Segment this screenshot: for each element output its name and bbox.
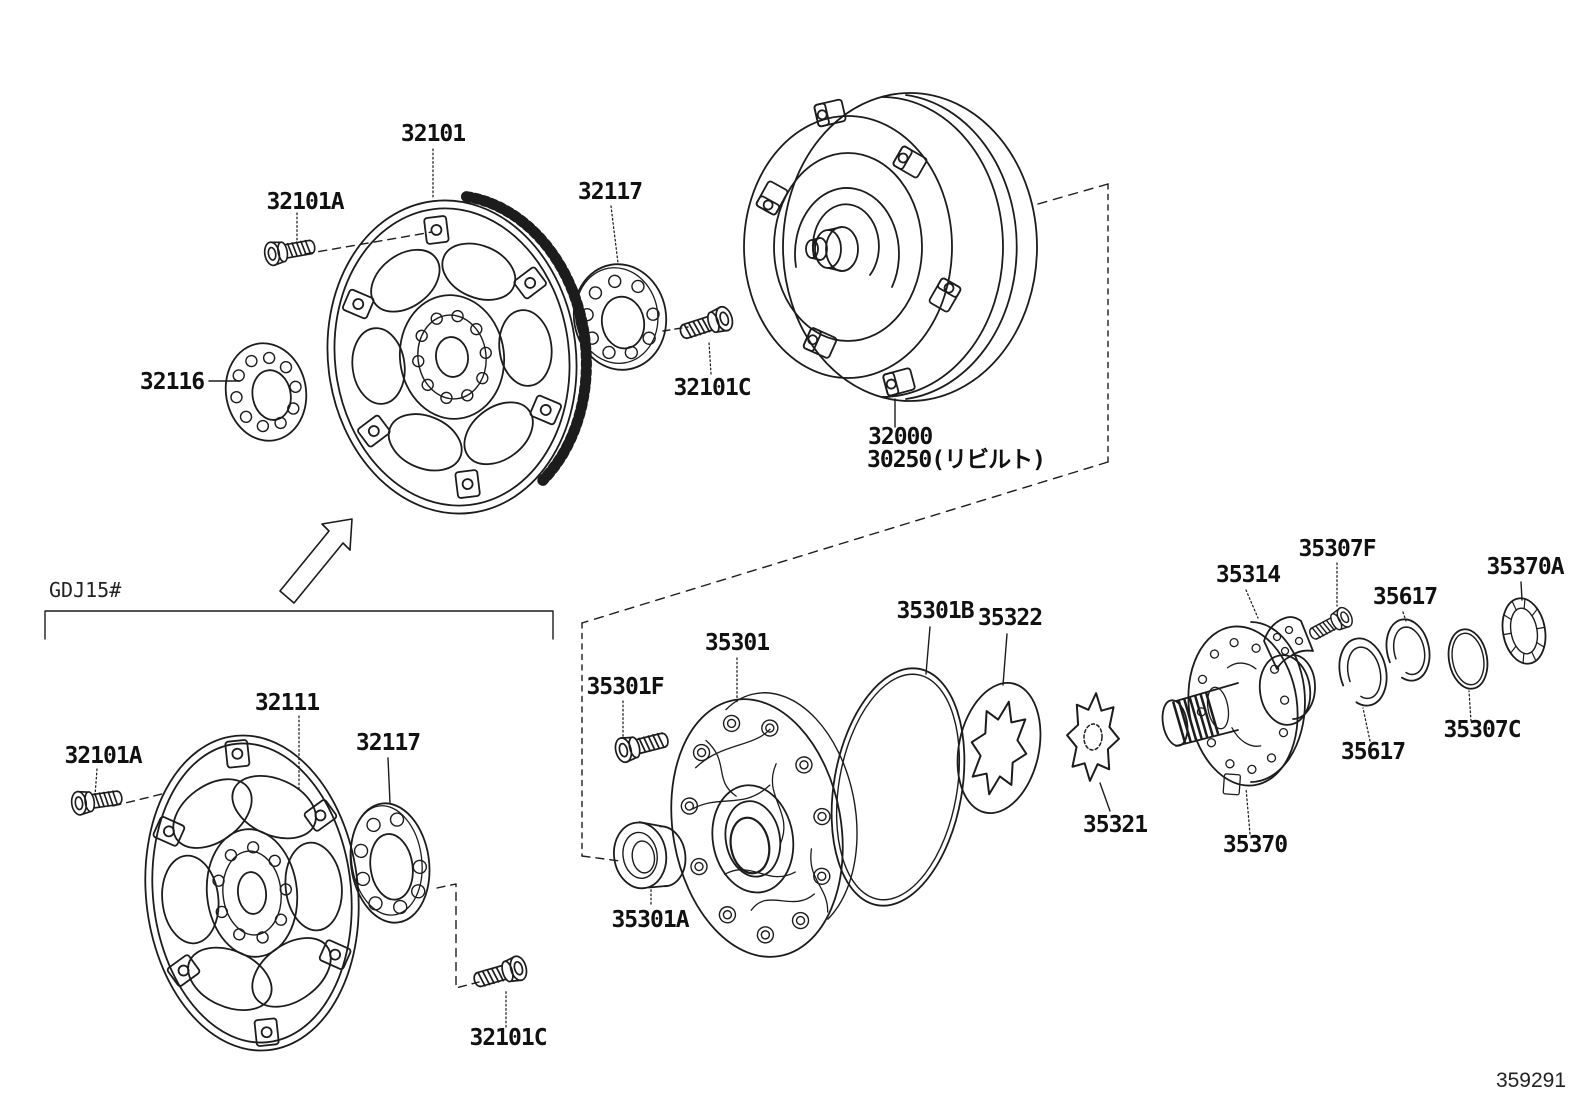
part-spacer-32117-top xyxy=(572,263,668,371)
mount-tab xyxy=(341,287,376,321)
mount-tab xyxy=(454,468,482,500)
assembly-dashed-links xyxy=(112,231,689,989)
part-bolt-32101c-top xyxy=(676,303,737,346)
part-bolt-32101a-bottom xyxy=(69,784,125,817)
part-label-35301: 35301 xyxy=(705,630,769,656)
drawing-number: 359291 xyxy=(1496,1069,1566,1092)
part-label-35322: 35322 xyxy=(978,605,1042,631)
part-label-32117-bottom: 32117 xyxy=(356,730,420,756)
part-label-35301b: 35301B xyxy=(896,598,974,624)
part-label-35370a: 35370A xyxy=(1486,554,1564,580)
part-oil-pump-body-35301 xyxy=(670,692,858,958)
part-spacer-32117-bottom xyxy=(349,802,431,924)
part-label-32116: 32116 xyxy=(140,369,204,395)
part-oil-seal-35301a xyxy=(613,821,687,890)
part-pump-drive-gear-35321 xyxy=(1066,692,1120,782)
mount-tab xyxy=(528,393,563,427)
part-washer-35307c xyxy=(1447,628,1489,690)
part-label-35307c: 35307C xyxy=(1443,717,1520,743)
mount-tab xyxy=(422,214,450,246)
part-label-35307f: 35307F xyxy=(1298,536,1375,562)
part-label-35321: 35321 xyxy=(1083,812,1147,838)
leader-lines-solid xyxy=(208,380,1523,812)
part-bolt-32101a-top xyxy=(262,233,318,268)
part-drive-plate-32111 xyxy=(144,734,360,1052)
part-label-32111: 32111 xyxy=(255,690,319,716)
mount-lug xyxy=(812,98,848,128)
part-label-32101c-bottom: 32101C xyxy=(469,1025,546,1051)
part-o-ring-35301b xyxy=(830,667,966,907)
part-label-32101a-top: 32101A xyxy=(266,189,344,215)
part-label-32101c-top: 32101C xyxy=(673,375,750,401)
part-label-35301a: 35301A xyxy=(611,907,689,933)
part-label-30250-rebuilt: 30250(リビルト) xyxy=(867,447,1045,473)
part-bolt-32101c-bottom xyxy=(470,953,531,994)
part-thrust-bearing-35370a xyxy=(1501,597,1547,665)
mount-tab xyxy=(512,265,549,301)
part-drive-plate-32101 xyxy=(326,191,592,515)
part-labels: 32101 32101A 32117 32101C 32116 32000 30… xyxy=(49,121,1566,1092)
variant-note-gdj15: GDJ15# xyxy=(49,578,121,602)
direction-arrow xyxy=(279,518,353,604)
part-label-32117-top: 32117 xyxy=(578,179,642,205)
part-bolt-35307f xyxy=(1305,604,1356,646)
part-label-32000: 32000 xyxy=(868,424,932,450)
part-bolt-35301f xyxy=(612,726,672,765)
part-snap-ring-35617-first xyxy=(1338,637,1388,707)
part-label-32101: 32101 xyxy=(401,121,465,147)
part-pump-hub-35370 xyxy=(1161,621,1316,796)
part-label-35370: 35370 xyxy=(1223,832,1287,858)
mount-tab xyxy=(355,413,392,449)
part-pump-driven-gear-35322 xyxy=(956,682,1042,814)
mount-lug xyxy=(891,144,929,180)
variant-bracket xyxy=(44,610,554,640)
part-retainer-plate-35314 xyxy=(1263,616,1314,670)
part-snap-ring-35617-second xyxy=(1385,618,1431,682)
part-torque-converter-32000 xyxy=(743,92,1038,402)
subassembly-boundary xyxy=(581,183,1109,862)
part-label-32101a-bottom: 32101A xyxy=(64,743,142,769)
part-label-35314: 35314 xyxy=(1216,562,1280,588)
part-label-35301f: 35301F xyxy=(586,674,663,700)
mount-lug xyxy=(754,179,790,217)
part-label-35617-upper: 35617 xyxy=(1373,584,1437,610)
leader-lines-dotted xyxy=(94,148,1472,1028)
mount-lug xyxy=(801,326,839,360)
part-label-35617-lower: 35617 xyxy=(1341,739,1405,765)
part-spacer-32116 xyxy=(224,342,308,442)
